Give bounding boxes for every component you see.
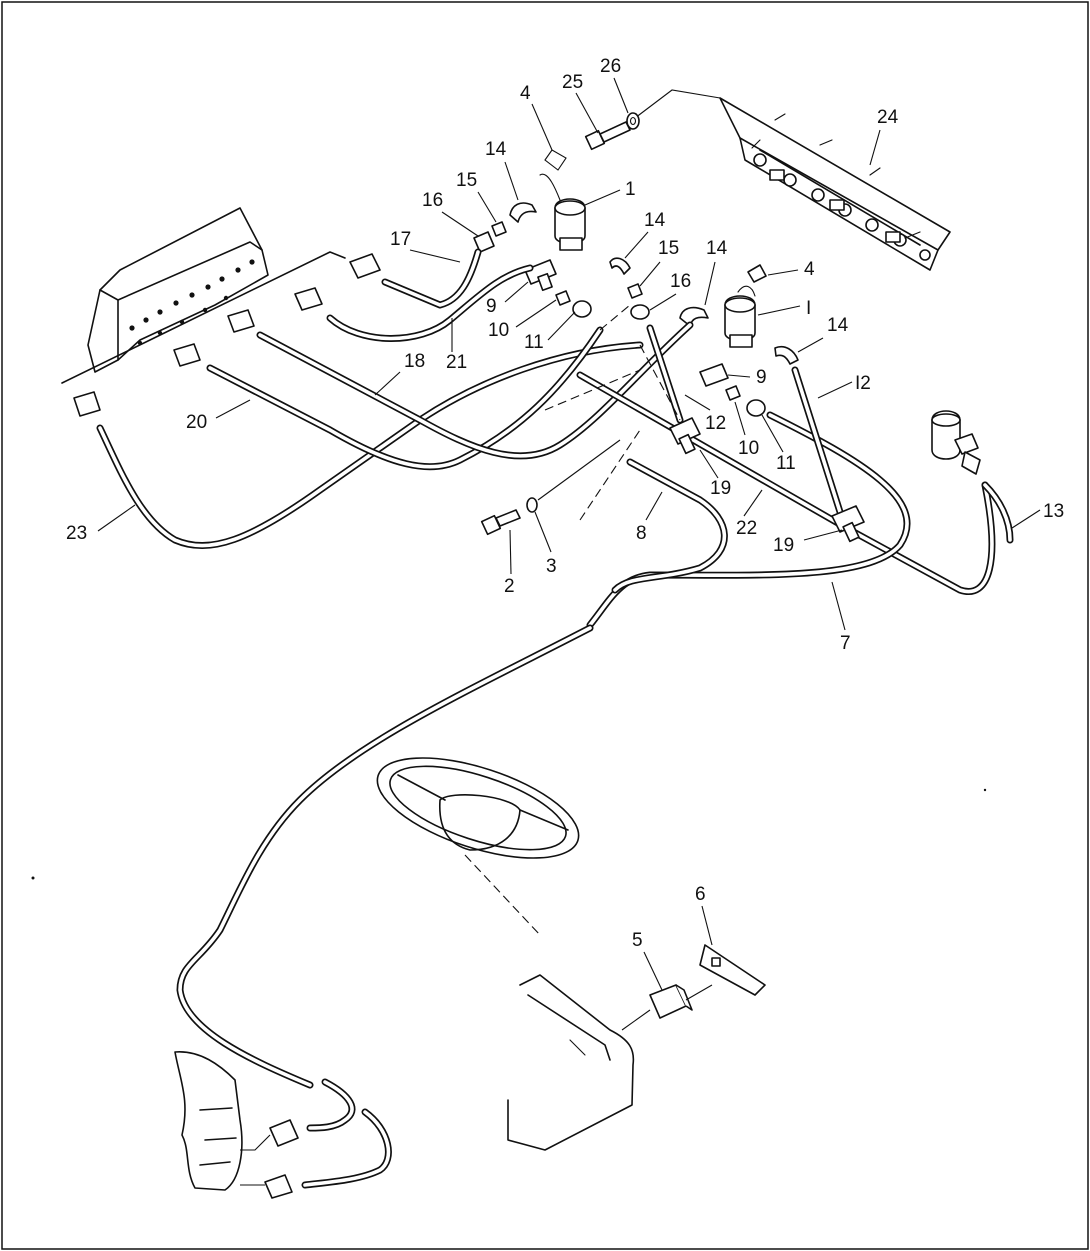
elbow-14-right <box>774 345 799 365</box>
switch <box>649 984 693 1019</box>
connector-10 <box>555 290 571 306</box>
solenoid-valve-lower <box>724 264 767 348</box>
tee-19-right <box>831 505 865 543</box>
nipple-fitting <box>491 221 507 237</box>
callout-10-lower: 10 <box>738 438 759 459</box>
nut-11 <box>572 300 592 318</box>
callout-15-upper: 15 <box>456 170 477 191</box>
callout-9-upper: 9 <box>486 296 497 317</box>
callout-5: 5 <box>632 930 643 951</box>
elbow-fitting-2 <box>609 257 631 275</box>
pump-assembly <box>174 1051 299 1199</box>
callout-11-upper: 11 <box>524 332 544 353</box>
nut-fitting-2 <box>630 304 650 320</box>
callout-19-right: 19 <box>773 535 794 556</box>
callout-16-lower: 16 <box>670 271 691 292</box>
callout-17: 17 <box>390 229 411 250</box>
control-valve-block <box>61 207 346 384</box>
callout-13: 13 <box>1043 501 1064 522</box>
hoses-and-pipes <box>96 248 1014 1189</box>
callout-8: 8 <box>636 523 647 544</box>
tee-fitting-upper <box>524 259 557 292</box>
leader-lines <box>97 77 1041 991</box>
hose-fittings-left <box>73 253 381 417</box>
nipple-fitting-2 <box>627 283 643 299</box>
callout-14-upper-left: 14 <box>485 139 507 160</box>
tee-fitting-lower <box>699 363 729 387</box>
bolt-2 <box>480 509 521 536</box>
callout-25: 25 <box>562 72 583 93</box>
callout-18: 18 <box>404 351 425 372</box>
callout-16-upper: 16 <box>422 190 443 211</box>
washer-3 <box>526 497 538 513</box>
callout-1: 1 <box>625 179 636 200</box>
callout-22: 22 <box>736 518 757 539</box>
bracket-assembly <box>719 97 951 271</box>
callout-2: 2 <box>504 576 515 597</box>
elbow-14-lower <box>679 306 709 327</box>
callout-4-lower: 4 <box>804 259 815 280</box>
washer <box>626 112 640 130</box>
callout-24: 24 <box>877 107 899 128</box>
callout-12-left: 12 <box>705 413 726 434</box>
nut-fitting <box>473 231 495 253</box>
callout-19-left: 19 <box>710 478 731 499</box>
elbow-fitting <box>509 202 537 223</box>
callout-12-right: I2 <box>855 373 871 394</box>
air-cleaner <box>931 410 981 475</box>
callout-14-mid: 14 <box>706 238 728 259</box>
callout-14-upper-mid: 14 <box>644 210 666 231</box>
callout-3: 3 <box>546 556 557 577</box>
tee-19-left <box>669 417 701 455</box>
switch-plate <box>699 944 766 996</box>
solenoid-valve-upper <box>539 149 586 251</box>
steering-wheel <box>376 757 580 936</box>
callout-21: 21 <box>446 352 467 373</box>
callout-10-upper: 10 <box>488 320 509 341</box>
connector-10b <box>725 385 741 401</box>
callout-11-lower: 11 <box>776 453 796 474</box>
callout-14-right: 14 <box>827 315 849 336</box>
callout-6: 6 <box>695 884 706 905</box>
speck <box>983 788 987 792</box>
callout-9-lower: 9 <box>756 367 767 388</box>
callout-15-lower: 15 <box>658 238 679 259</box>
callout-1-lower: I <box>806 298 811 319</box>
callout-7: 7 <box>840 633 851 654</box>
callout-4-upper: 4 <box>520 83 531 104</box>
bolt <box>584 121 631 151</box>
callout-23: 23 <box>66 523 87 544</box>
speck <box>31 876 35 880</box>
callout-20: 20 <box>186 412 207 433</box>
dashboard-console <box>507 974 635 1151</box>
nut-11b <box>746 399 766 417</box>
callout-labels: 1 I 2 3 4 4 5 6 7 8 9 9 10 10 11 11 12 I… <box>66 56 1064 951</box>
callout-26: 26 <box>600 56 621 77</box>
